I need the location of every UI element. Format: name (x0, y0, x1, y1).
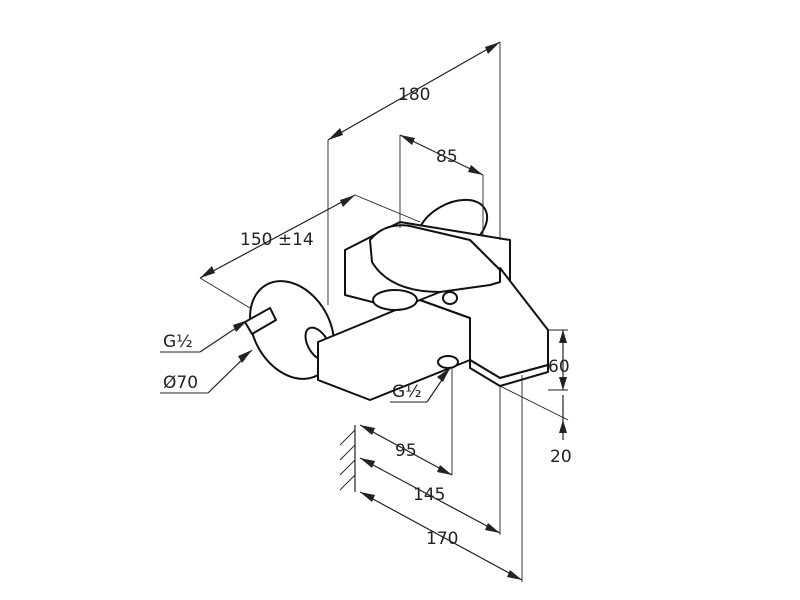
dim-180-label: 180 (398, 85, 430, 105)
faucet-body (244, 198, 549, 401)
rosette-diameter-label: Ø70 (163, 373, 198, 393)
dim-60-line (548, 329, 568, 391)
outlet-thread-label: G½ (392, 382, 422, 402)
dim-150-line (199, 194, 421, 309)
dim-20-label: 20 (550, 447, 572, 467)
dim-20-line (499, 385, 569, 440)
dim-145-line (359, 386, 501, 535)
dim-85-line (399, 134, 484, 235)
dim-170-label: 170 (426, 529, 458, 549)
dim-95-line (359, 368, 453, 476)
dim-150-label: 150 ±14 (240, 230, 314, 250)
inlet-thread-leader (160, 319, 249, 353)
dim-170-line (359, 375, 523, 582)
dim-95-label: 95 (395, 441, 417, 461)
dim-145-label: 145 (413, 485, 445, 505)
dim-60-label: 60 (548, 357, 570, 377)
wall-hatching (339, 425, 356, 492)
outlet-thread-leader (390, 367, 451, 403)
rosette-diameter-leader (160, 349, 253, 394)
inlet-thread-label: G½ (163, 332, 193, 352)
dim-180-line (327, 41, 501, 305)
dim-85-label: 85 (436, 147, 458, 167)
